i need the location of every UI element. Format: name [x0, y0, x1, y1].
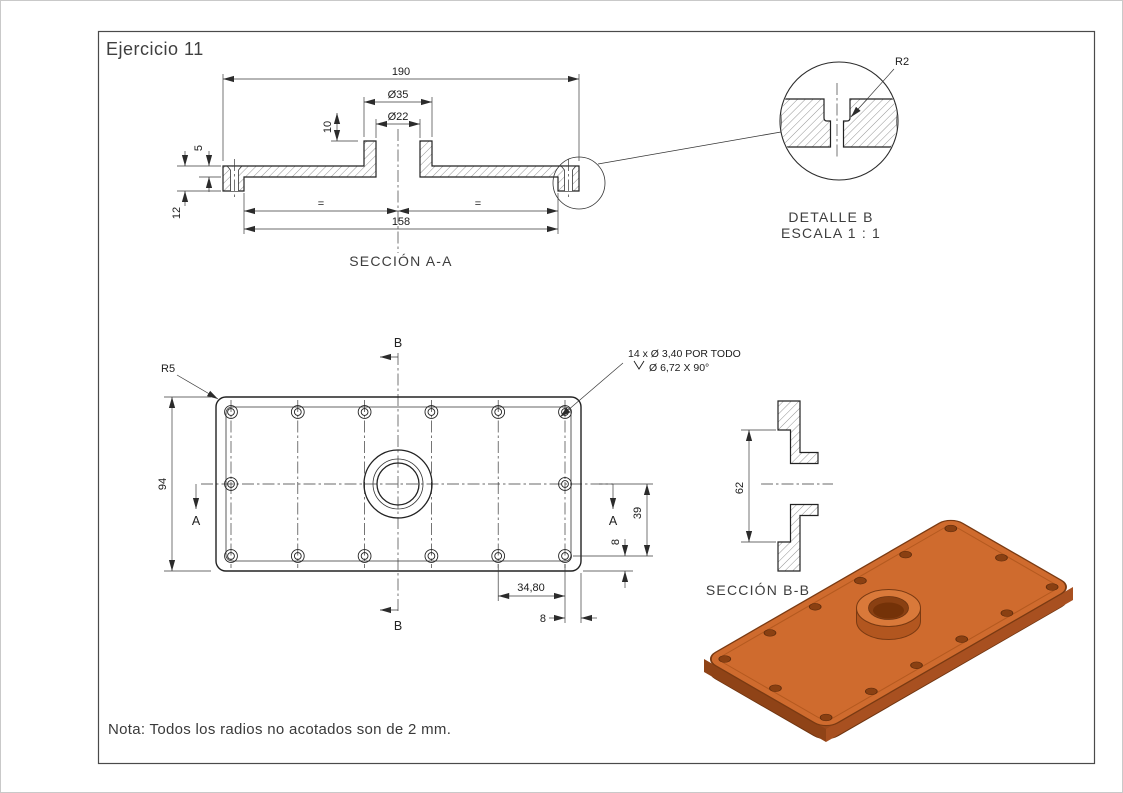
iso-holes	[718, 524, 1059, 722]
countersink-symbol-icon	[633, 360, 645, 370]
sheet-border	[97, 30, 1096, 765]
general-note: Nota: Todos los radios no acotados son d…	[108, 721, 452, 738]
section-aa-view: 190 Ø35 Ø22 10	[171, 66, 782, 269]
boss-outer-circle	[363, 449, 433, 519]
section-bb-view: 62 SECCIÓN B-B	[706, 400, 833, 598]
dim-label: Ø22	[388, 111, 409, 123]
dim-label: 62	[734, 482, 746, 494]
plate-side-right	[826, 587, 1073, 742]
section-a-label-left: A	[192, 514, 201, 528]
dim-label: 12	[171, 207, 183, 219]
boss-hole-shadow	[873, 602, 904, 619]
section-b-label-bottom: B	[394, 619, 402, 633]
detail-b-caption: DETALLE B	[788, 209, 873, 225]
section-bb-caption: SECCIÓN B-B	[706, 582, 810, 598]
dim-label: =	[475, 198, 481, 210]
dim-label: 10	[322, 121, 334, 133]
dim-34-80: 34,80	[497, 564, 566, 623]
dim-label: 190	[392, 66, 410, 78]
dim-8-bottom: 8	[540, 573, 597, 625]
dim-label: 5	[193, 145, 205, 151]
dim-d22: Ø22	[375, 111, 421, 138]
exercise-title: Ejercicio 11	[106, 39, 204, 59]
dim-label: =	[318, 198, 324, 210]
plate-outline	[215, 396, 582, 572]
detail-connector-line	[597, 131, 782, 165]
section-bb-upper-body	[777, 400, 819, 465]
section-b-label-top: B	[394, 336, 402, 350]
iso-view	[704, 519, 1073, 742]
dim-62: 62	[734, 429, 776, 543]
detail-b-section	[781, 83, 897, 159]
dim-label: 34,80	[517, 582, 545, 594]
detail-b-view: R2 DETALLE B ESCALA 1 : 1	[779, 56, 909, 241]
rim-hole-right	[561, 159, 576, 198]
section-a-label-right: A	[609, 514, 618, 528]
holes-callout: 14 x Ø 3,40 POR TODO Ø 6,72 X 90°	[559, 348, 741, 418]
dim-label: 8	[610, 539, 622, 545]
dim-label: 8	[540, 613, 546, 625]
detail-b-scale: ESCALA 1 : 1	[781, 225, 881, 241]
dim-label: Ø35	[388, 89, 409, 101]
dim-label: R5	[161, 363, 175, 375]
dim-r5: R5	[161, 363, 219, 400]
section-aa-right-body	[419, 140, 580, 192]
dim-94: 94	[157, 396, 211, 572]
holes-note-line2: Ø 6,72 X 90°	[649, 362, 709, 374]
section-b-marks: B B	[380, 336, 402, 633]
rim-hole-left	[227, 159, 242, 198]
dim-r2: R2	[850, 56, 909, 118]
dim-label: R2	[895, 56, 909, 68]
dim-label: 39	[632, 507, 644, 519]
boss-hole-circle	[376, 462, 420, 506]
section-aa-caption: SECCIÓN A-A	[349, 253, 452, 269]
section-aa-left-body	[222, 140, 377, 192]
detail-b-circle	[779, 61, 899, 181]
dim-equal: = =	[244, 198, 558, 215]
dim-d35: Ø35	[363, 89, 433, 137]
boss-chamfer-circle	[372, 458, 424, 510]
dim-label: 94	[157, 478, 169, 490]
dim-8-right: 8	[583, 539, 633, 588]
dim-190: 190	[222, 66, 580, 161]
dim-5: 5	[193, 145, 221, 192]
dim-12: 12	[171, 151, 221, 219]
dim-label: 158	[392, 216, 410, 228]
dim-10: 10	[322, 113, 358, 142]
section-bb-lower-body	[777, 503, 819, 572]
detail-callout-circle	[552, 156, 606, 210]
plate-side-left	[704, 659, 826, 742]
dim-39: 39	[573, 483, 653, 557]
dim-158: 158	[243, 193, 559, 234]
section-a-marks: A A	[192, 484, 618, 528]
holes-note-line1: 14 x Ø 3,40 POR TODO	[628, 348, 741, 360]
plan-view: B B A A R5 94	[157, 336, 741, 633]
